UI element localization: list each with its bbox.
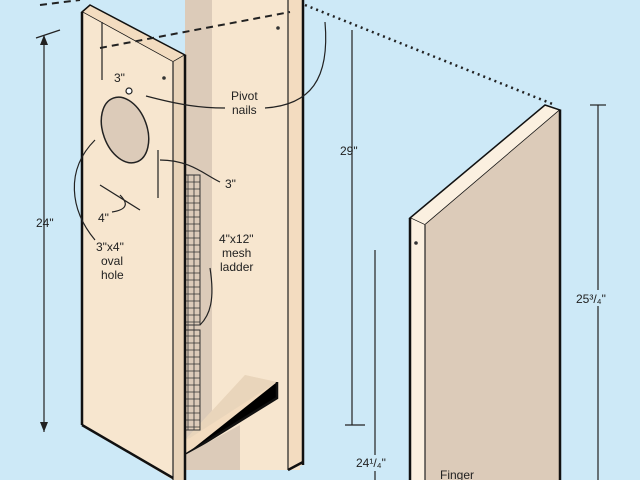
side-door-panel	[408, 104, 562, 480]
label-side-height: 25³/₄"	[576, 292, 606, 306]
floor-panel	[184, 375, 279, 470]
label-oval-hole-2: oval	[101, 254, 123, 268]
label-hole-offset: 3"	[225, 177, 236, 191]
label-top-offset: 3"	[114, 71, 125, 85]
oval-hole	[100, 96, 150, 164]
label-back-height: 29"	[340, 144, 358, 158]
label-pivot-nails-1: Pivot	[231, 89, 258, 103]
back-panel	[185, 0, 305, 472]
label-mesh-3: ladder	[220, 260, 253, 274]
label-front-height: 24"	[36, 216, 54, 230]
label-oval-hole-1: 3"x4"	[96, 240, 124, 254]
label-mesh-1: 4"x12"	[219, 232, 254, 246]
pivot-nail	[125, 87, 133, 95]
label-finger: Finger	[440, 468, 474, 480]
label-side-inner-height: 24¹/₄"	[356, 456, 386, 470]
label-pivot-nails-2: nails	[232, 103, 257, 117]
label-hole-width: 4"	[98, 211, 109, 225]
label-mesh-2: mesh	[222, 246, 251, 260]
label-oval-hole-3: hole	[101, 268, 124, 282]
